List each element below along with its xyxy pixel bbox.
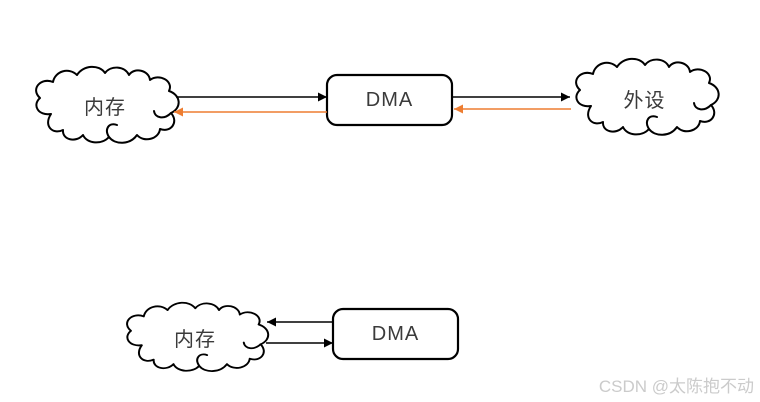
dma-box-top — [325, 73, 454, 127]
csdn-watermark: CSDN @太陈抱不动 — [598, 377, 754, 396]
memory-cloud-bottom-shape — [126, 301, 270, 373]
dma-box-bottom — [331, 307, 460, 361]
peripheral-cloud-shape — [575, 57, 720, 136]
memory-cloud-top-shape — [35, 65, 180, 144]
